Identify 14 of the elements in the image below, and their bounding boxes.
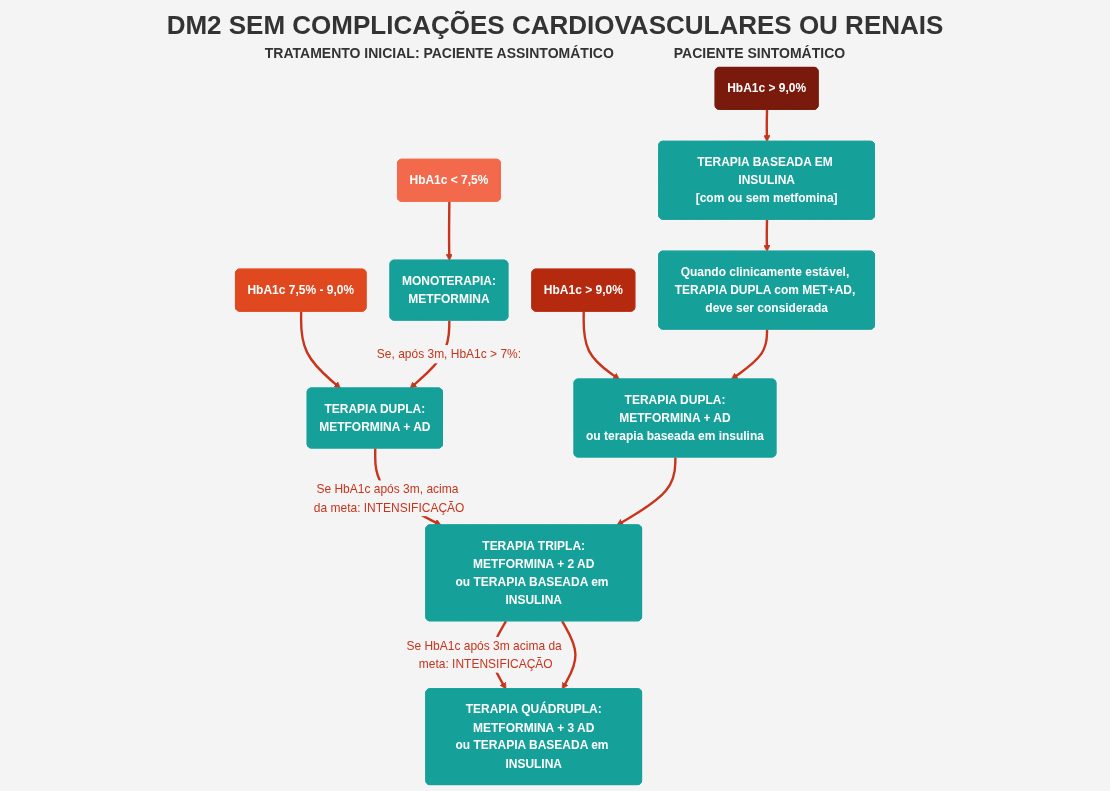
title: DM2 SEM COMPLICAÇÕES CARDIOVASCULARES OU RENAIS: [166, 10, 944, 41]
arrow: [561, 620, 577, 690]
column-heading: TRATAMENTO INICIAL: PACIENTE ASSINTOMÁTICO: [264, 45, 614, 61]
arrow: [445, 201, 453, 261]
arrow: [299, 311, 341, 389]
column-heading: PACIENTE SINTOMÁTICO: [673, 45, 846, 61]
edge-label: Se HbA1c após 3m, acima da meta: INTENSIFICAÇÃO: [313, 481, 465, 514]
arrow: [763, 109, 771, 143]
arrow: [763, 219, 771, 252]
arrow: [730, 329, 769, 380]
arrow: [616, 457, 677, 526]
edge-label: Se, após 3m, HbA1c > 7%:: [376, 346, 522, 361]
arrow: [582, 311, 620, 380]
edge-label: Se HbA1c após 3m acima da meta: INTENSIFICAÇÃO: [406, 638, 562, 670]
